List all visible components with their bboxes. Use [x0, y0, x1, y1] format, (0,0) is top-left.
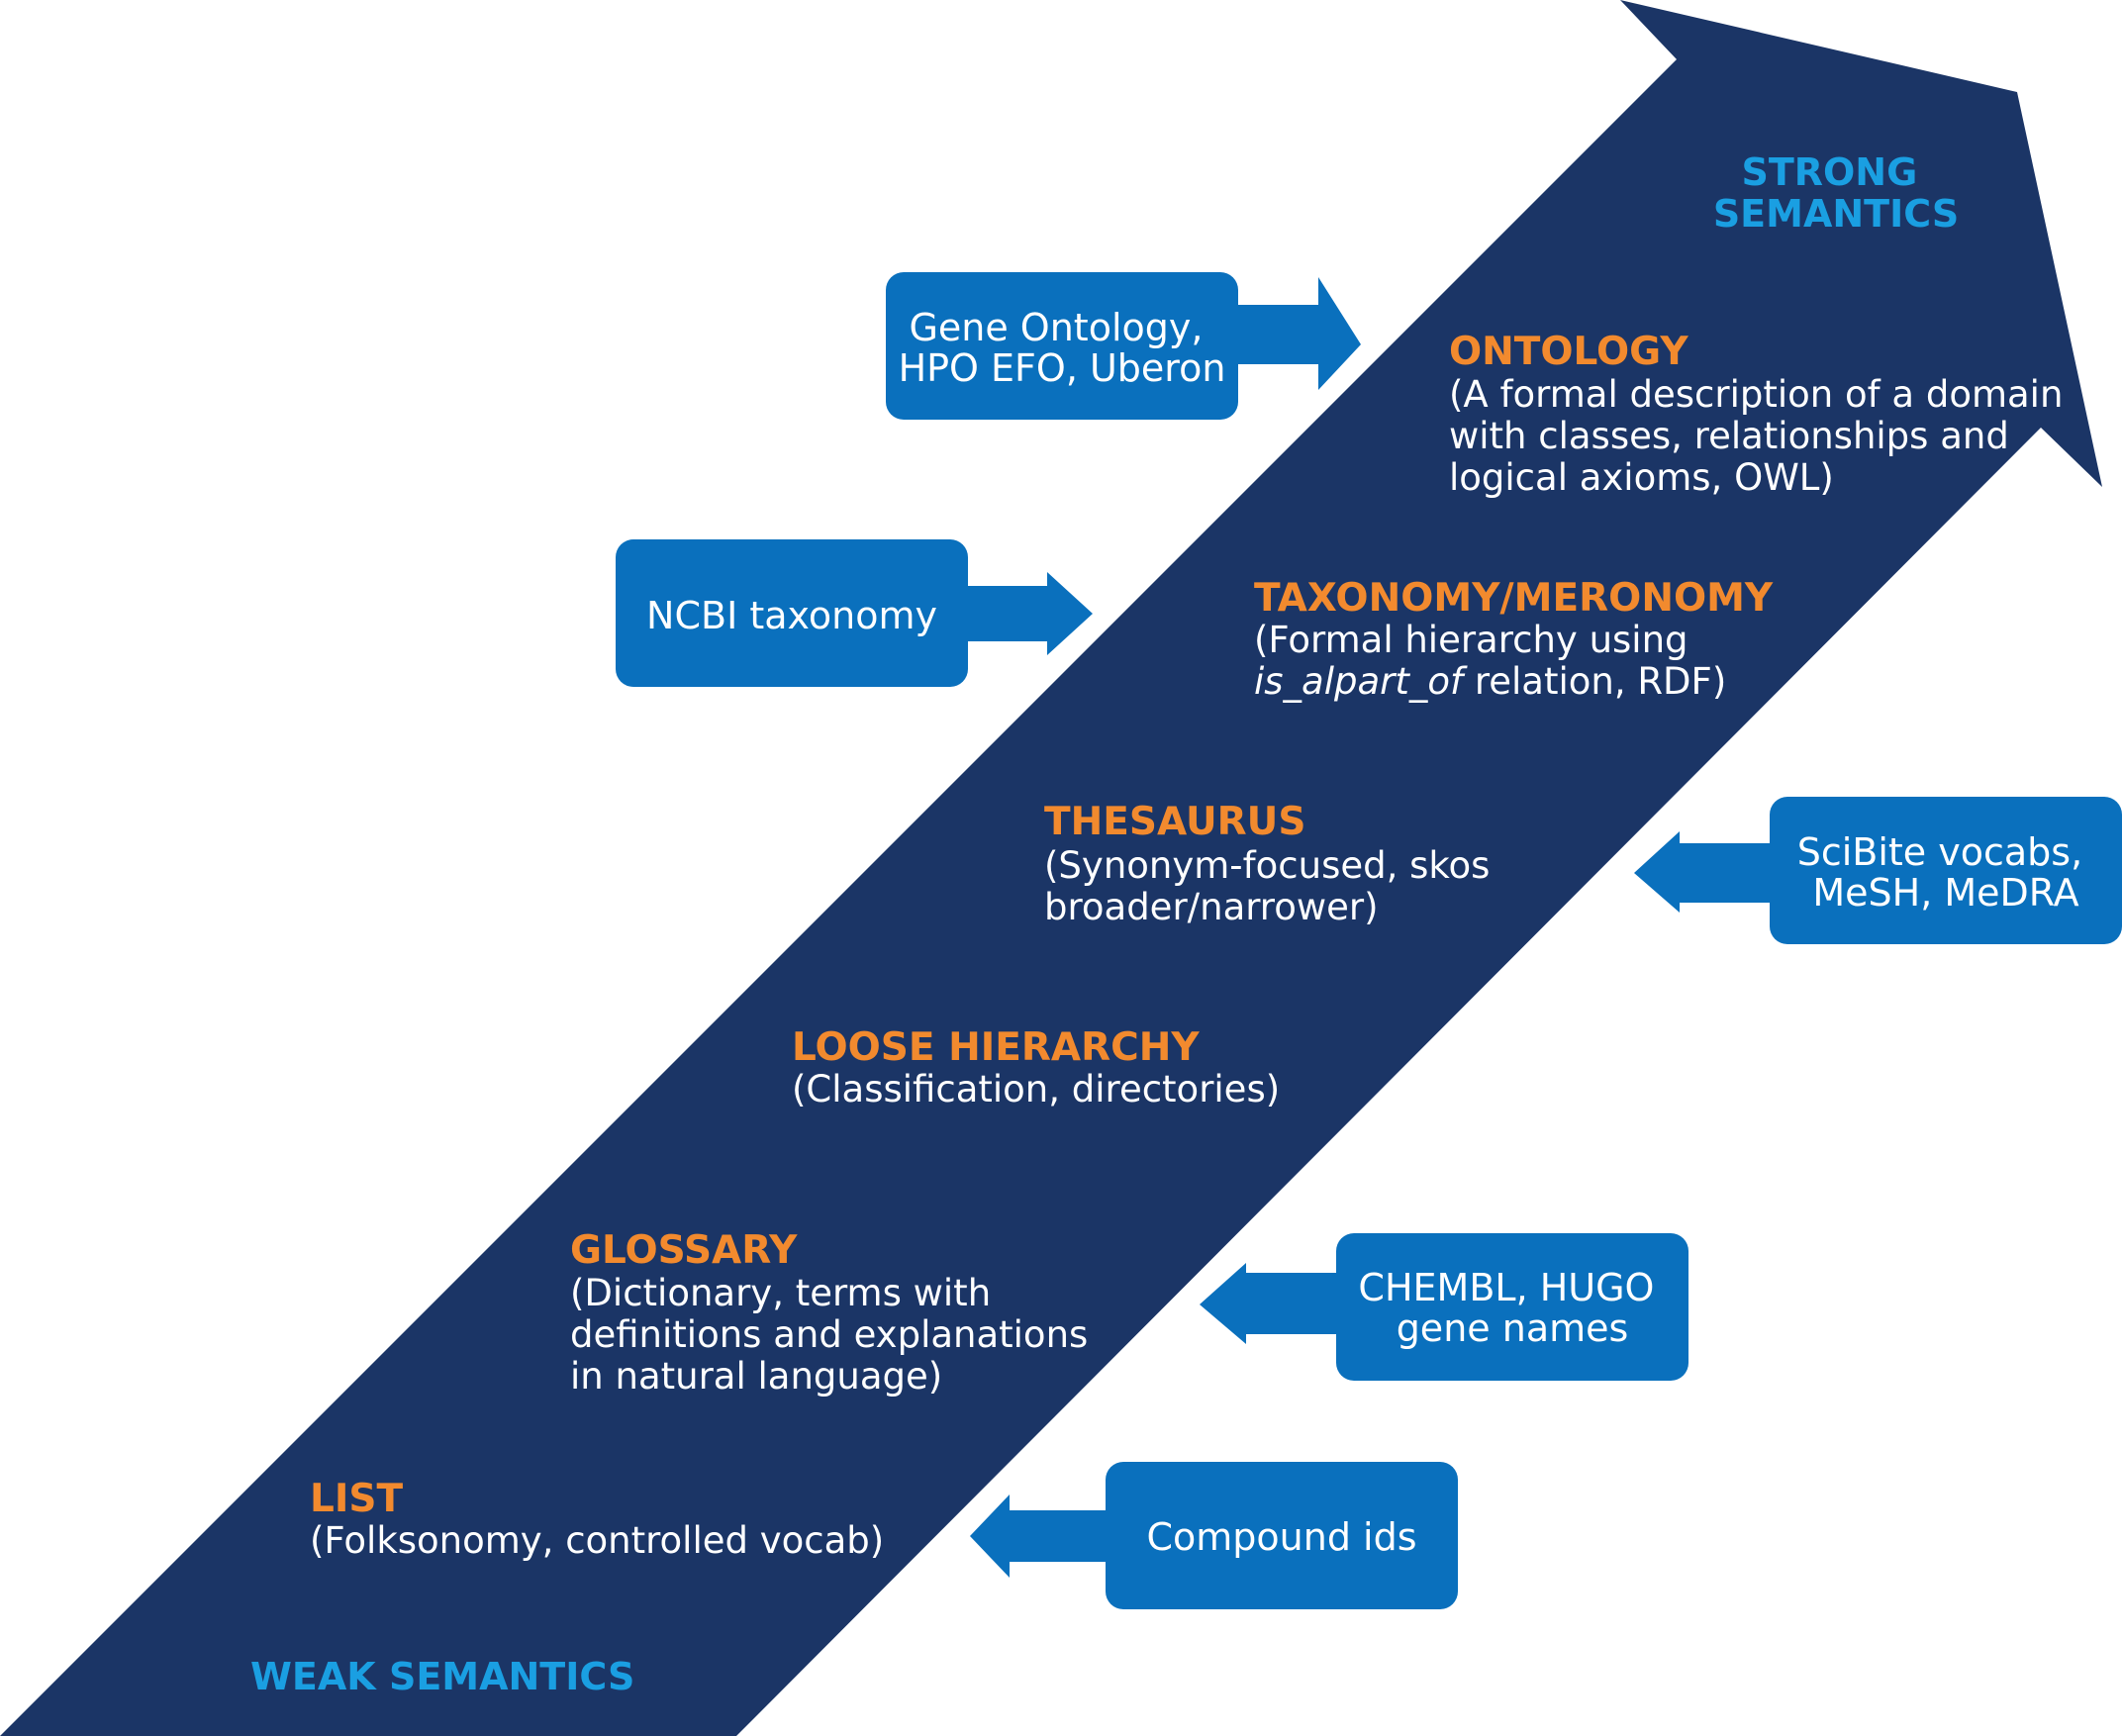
- level-ontology-description: (A formal description of a domain with c…: [1449, 373, 2074, 499]
- example-list-box: [1106, 1462, 1458, 1609]
- example-taxonomy: NCBI taxonomy: [616, 539, 1093, 687]
- level-thesaurus-line-1: (Synonym-focused, skos: [1044, 844, 1490, 887]
- level-loose-hierarchy: LOOSE HIERARCHY (Classification, directo…: [792, 1025, 1280, 1110]
- left-arrow-icon: [970, 1495, 1109, 1578]
- example-thesaurus-box: [1770, 797, 2122, 944]
- right-arrow-icon: [1235, 277, 1361, 390]
- example-list-text: Compound ids: [1146, 1515, 1416, 1559]
- example-thesaurus-line-2: MeSH, MeDRA: [1812, 871, 2078, 915]
- example-ontology: Gene Ontology, HPO EFO, Uberon: [886, 272, 1361, 420]
- example-taxonomy-text: NCBI taxonomy: [646, 594, 937, 637]
- example-ontology-line-1: Gene Ontology,: [909, 306, 1203, 349]
- level-glossary-line-1: (Dictionary, terms with: [570, 1272, 991, 1314]
- level-thesaurus-line-2: broader/narrower): [1044, 886, 1379, 928]
- right-arrow-icon: [965, 572, 1093, 655]
- example-glossary-line-2: gene names: [1397, 1306, 1629, 1350]
- example-taxonomy-box: [616, 539, 968, 687]
- strong-semantics-label: STRONG SEMANTICS: [1713, 150, 1959, 236]
- left-arrow-icon: [1634, 831, 1772, 913]
- level-thesaurus-description: (Synonym-focused, skos broader/narrower): [1044, 844, 1501, 928]
- example-glossary-line-1: CHEMBL, HUGO: [1358, 1266, 1654, 1309]
- level-list-title: LIST: [310, 1477, 403, 1521]
- level-taxonomy-title: TAXONOMY/MERONOMY: [1254, 576, 1774, 621]
- strong-semantics-line-2: SEMANTICS: [1713, 192, 1959, 236]
- level-taxonomy-line-2-rest: relation, RDF): [1463, 660, 1726, 703]
- level-taxonomy: TAXONOMY/MERONOMY (Formal hierarchy usin…: [1254, 576, 1774, 703]
- left-arrow-icon: [1200, 1263, 1339, 1344]
- level-thesaurus: THESAURUS (Synonym-focused, skos broader…: [1044, 800, 1501, 928]
- level-taxonomy-line-1: (Formal hierarchy using: [1254, 619, 1688, 661]
- level-ontology-line-2: with classes, relationships and: [1449, 415, 2009, 457]
- example-glossary-text: CHEMBL, HUGO gene names: [1358, 1266, 1666, 1350]
- level-glossary: GLOSSARY (Dictionary, terms with definit…: [570, 1228, 1100, 1398]
- level-ontology-title: ONTOLOGY: [1449, 330, 1688, 374]
- example-ontology-box: [886, 272, 1238, 420]
- example-thesaurus-text: SciBite vocabs, MeSH, MeDRA: [1797, 830, 2095, 915]
- example-thesaurus-line-1: SciBite vocabs,: [1797, 830, 2082, 874]
- level-taxonomy-relation-italic: is_alpart_of: [1254, 660, 1468, 703]
- level-glossary-line-3: in natural language): [570, 1355, 942, 1398]
- strong-semantics-line-1: STRONG: [1741, 150, 1917, 194]
- example-glossary: CHEMBL, HUGO gene names: [1200, 1233, 1688, 1381]
- level-glossary-title: GLOSSARY: [570, 1228, 798, 1273]
- example-thesaurus: SciBite vocabs, MeSH, MeDRA: [1634, 797, 2122, 944]
- level-glossary-line-2: definitions and explanations: [570, 1313, 1088, 1356]
- level-list-description: (Folksonomy, controlled vocab): [310, 1519, 884, 1562]
- level-glossary-description: (Dictionary, terms with definitions and …: [570, 1272, 1100, 1398]
- example-ontology-text: Gene Ontology, HPO EFO, Uberon: [899, 306, 1226, 390]
- level-ontology-line-1: (A formal description of a domain: [1449, 373, 2063, 416]
- weak-semantics-label: WEAK SEMANTICS: [250, 1655, 634, 1698]
- example-ontology-line-2: HPO EFO, Uberon: [899, 346, 1226, 390]
- level-loose-hierarchy-title: LOOSE HIERARCHY: [792, 1025, 1200, 1070]
- level-thesaurus-title: THESAURUS: [1044, 800, 1305, 844]
- level-loose-hierarchy-description: (Classification, directories): [792, 1068, 1280, 1110]
- level-list: LIST (Folksonomy, controlled vocab): [310, 1477, 884, 1562]
- level-ontology: ONTOLOGY (A formal description of a doma…: [1449, 330, 2074, 499]
- level-ontology-line-3: logical axioms, OWL): [1449, 456, 1834, 499]
- example-list: Compound ids: [970, 1462, 1458, 1609]
- level-taxonomy-description: (Formal hierarchy using is_alpart_of rel…: [1254, 619, 1726, 703]
- example-glossary-box: [1336, 1233, 1688, 1381]
